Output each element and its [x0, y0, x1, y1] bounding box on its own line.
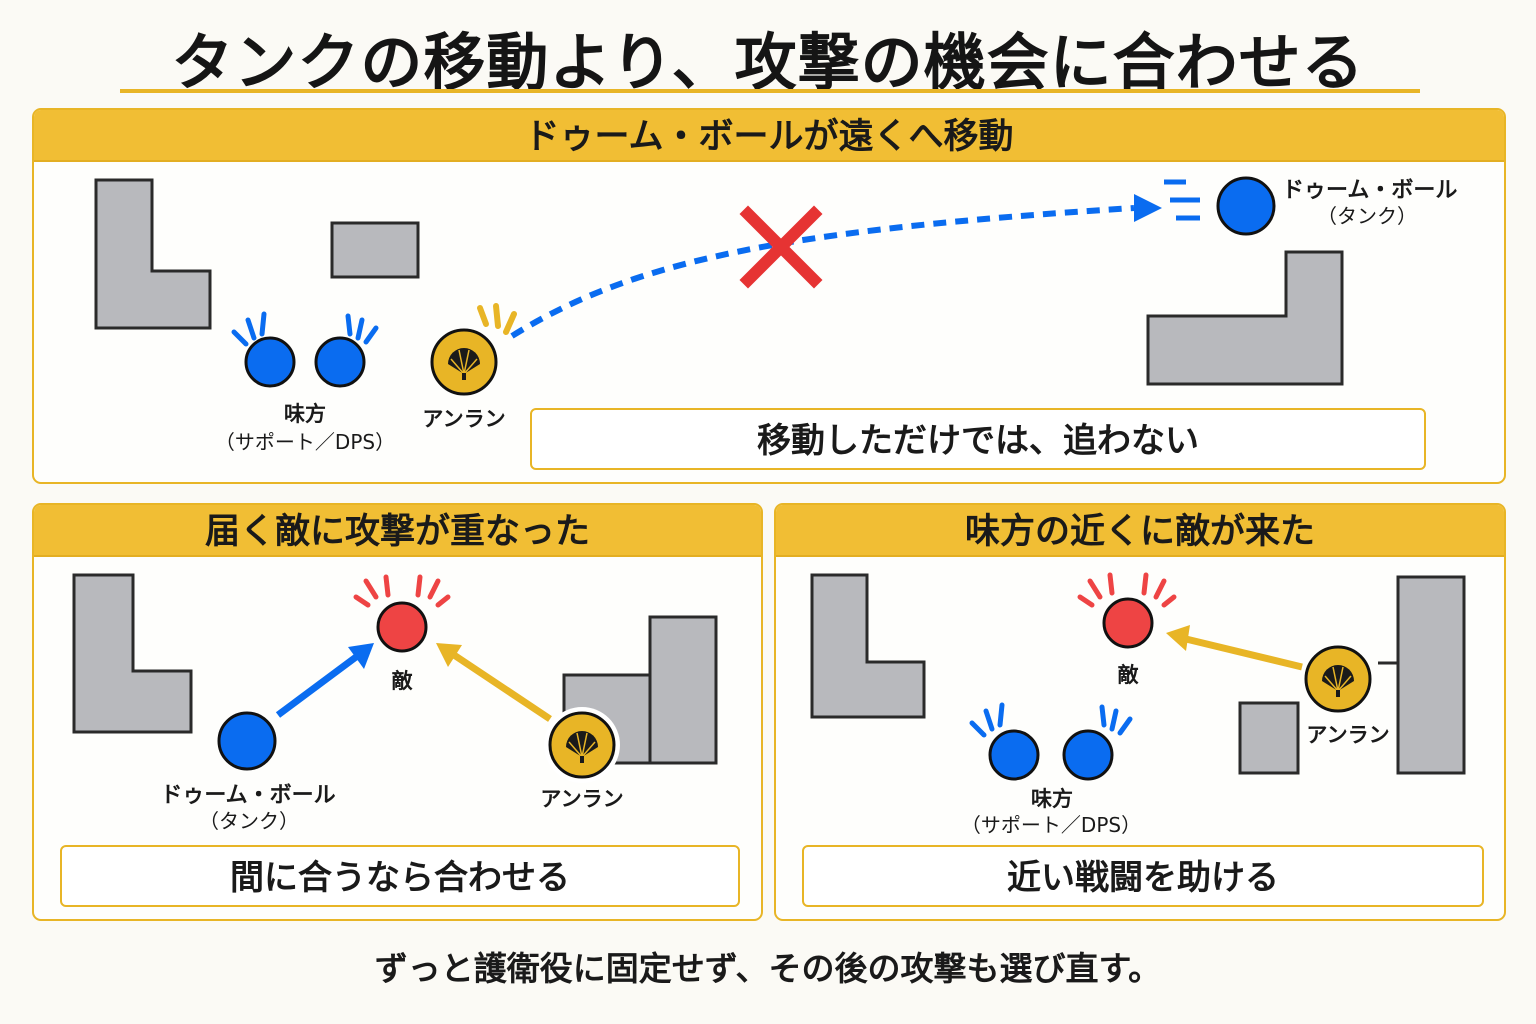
ally-support: [988, 729, 1040, 781]
panel-header: ドゥーム・ボールが遠くへ移動: [34, 110, 1504, 162]
panel-enemy-near-allies: 味方の近くに敵が来た: [774, 503, 1506, 921]
enemy-label: 敵: [1117, 663, 1139, 687]
anran-alert-marks: [477, 303, 517, 335]
fan-icon: [448, 348, 480, 380]
wall-block: [330, 221, 420, 279]
fan-icon: [1322, 665, 1354, 697]
panel-tank-moves-away: ドゥーム・ボールが遠くへ移動: [32, 108, 1506, 484]
right-scene: [810, 572, 1466, 781]
anran-label: アンラン: [422, 407, 506, 431]
title-underline: [120, 89, 1420, 93]
doomfist-ball: [217, 711, 277, 771]
anran-label: アンラン: [540, 787, 624, 811]
footer-note: ずっと護衛役に固定せず、その後の攻撃も選び直す。: [374, 949, 1162, 988]
ally-dps: [1062, 729, 1114, 781]
tank-attack-arrow: [275, 654, 359, 718]
caption-box: 近い戦闘を助ける: [802, 845, 1484, 907]
ally-alert-marks: [231, 311, 379, 347]
enemy-label: 敵: [391, 669, 413, 693]
cross-icon: [739, 205, 823, 289]
movement-path: [510, 205, 1135, 339]
left-scene: [72, 573, 718, 783]
wall-block: [1238, 701, 1300, 775]
fan-icon: [566, 731, 598, 763]
tank-role: （タンク）: [199, 809, 299, 833]
tank-label: ドゥーム・ボール: [1282, 178, 1458, 203]
tank-label: ドゥーム・ボール: [160, 783, 336, 808]
wall-l-shape: [810, 573, 926, 719]
wall-tall: [1396, 575, 1466, 775]
top-scene: [94, 176, 1344, 396]
path-arrowhead: [1134, 194, 1162, 222]
allies-label: 味方: [284, 402, 326, 426]
allies-role: （サポート／DPS）: [214, 430, 396, 454]
anran-attack-arrow: [452, 652, 552, 722]
ally-dps: [314, 336, 366, 388]
anran-label: アンラン: [1306, 723, 1390, 747]
page-title: タンクの移動より、攻撃の機会に合わせる: [171, 26, 1365, 99]
caption-box: 移動しただけでは、追わない: [530, 408, 1426, 470]
caption-box: 間に合うなら合わせる: [60, 845, 740, 907]
enemy-alert-marks: [353, 574, 451, 608]
panel-header: 味方の近くに敵が来た: [776, 505, 1504, 557]
wall-l-shape: [72, 573, 193, 734]
allies-role: （サポート／DPS）: [960, 813, 1142, 837]
wall-l-shape-right: [1146, 250, 1344, 386]
doomfist-ball: [1216, 176, 1276, 236]
tank-role: （タンク）: [1317, 204, 1417, 228]
allies-label: 味方: [1031, 787, 1073, 811]
enemy-token: [376, 601, 428, 653]
panel-attack-overlaps-enemy: 届く敵に攻撃が重なった: [32, 503, 763, 921]
enemy-token: [1102, 597, 1154, 649]
ally-alert-marks: [969, 702, 1133, 738]
ally-support: [244, 336, 296, 388]
anran-attack-arrow: [1185, 635, 1303, 671]
speed-lines: [1164, 179, 1200, 221]
enemy-alert-marks: [1077, 572, 1177, 608]
wall-tall: [648, 615, 718, 765]
wall-l-shape: [94, 178, 212, 330]
panel-header: 届く敵に攻撃が重なった: [34, 505, 761, 557]
